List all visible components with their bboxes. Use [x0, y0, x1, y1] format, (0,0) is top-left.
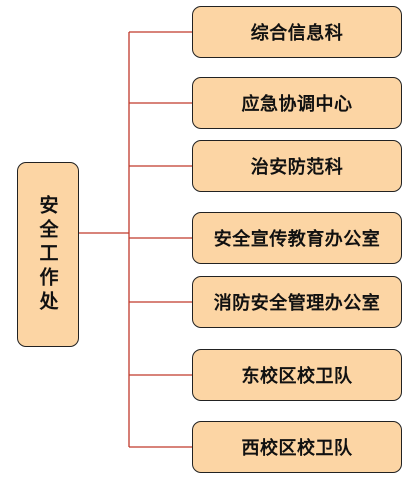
child-node-fire-safety: 消防安全管理办公室: [192, 276, 402, 328]
child-node-safety-education: 安全宣传教育办公室: [192, 212, 402, 264]
child-node-label: 应急协调中心: [241, 94, 353, 115]
child-node-emergency-center: 应急协调中心: [192, 77, 402, 129]
child-node-label: 西校区校卫队: [241, 438, 353, 459]
child-node-label: 东校区校卫队: [241, 366, 353, 387]
child-node-public-security: 治安防范科: [192, 140, 402, 192]
root-node-label: 安全工作处: [36, 194, 59, 315]
child-node-east-campus-guard: 东校区校卫队: [192, 349, 402, 401]
child-node-label: 综合信息科: [250, 23, 344, 44]
root-node: 安全工作处: [17, 162, 79, 347]
child-node-label: 治安防范科: [250, 157, 344, 178]
child-node-label: 消防安全管理办公室: [213, 293, 381, 314]
child-node-general-info: 综合信息科: [192, 6, 402, 58]
child-node-west-campus-guard: 西校区校卫队: [192, 421, 402, 473]
child-node-label: 安全宣传教育办公室: [213, 229, 381, 250]
